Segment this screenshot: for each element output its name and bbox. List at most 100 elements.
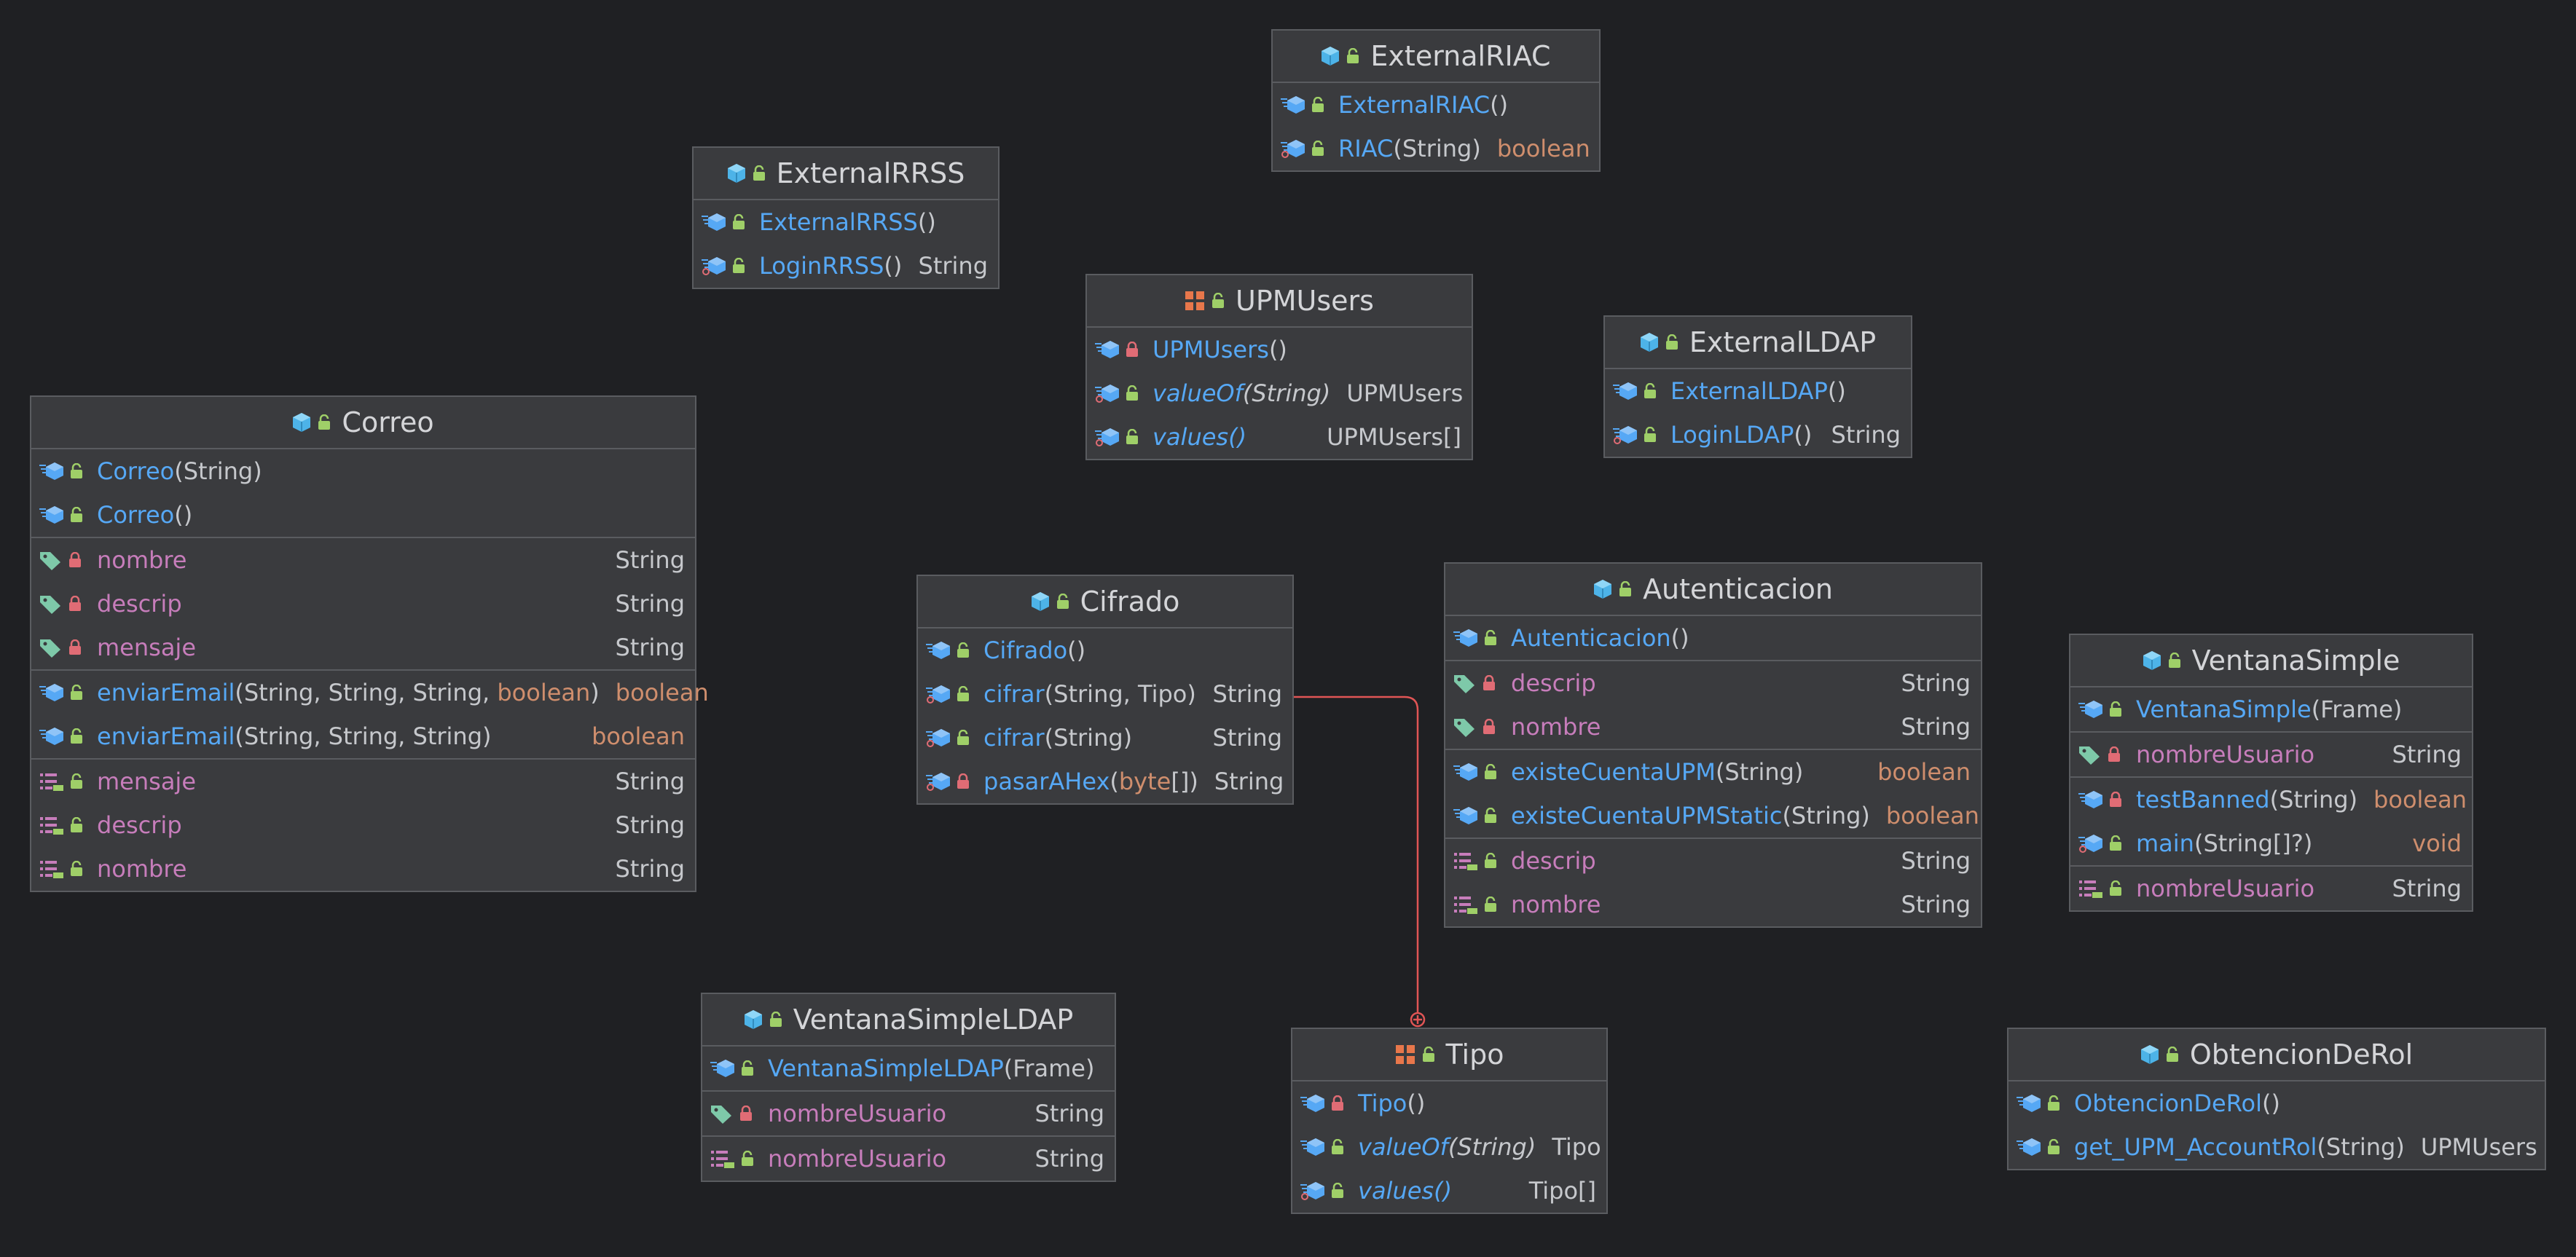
class-externalldap[interactable]: ExternalLDAP ExternalLDAP() LoginLDAP()S…	[1603, 315, 1912, 458]
class-obtenciondero[interactable]: ObtencionDeRol ObtencionDeRol() get_UPM_…	[2007, 1028, 2546, 1170]
member-row[interactable]: Correo(String)	[31, 449, 695, 493]
member-args: (String)	[1782, 802, 1870, 830]
member-row[interactable]: cifrar(String, Tipo)String	[918, 672, 1292, 716]
member-type: UPMUsers	[1346, 379, 1464, 407]
class-icon	[1321, 46, 1340, 66]
member-name: nombreUsuario	[768, 1145, 947, 1173]
member-row[interactable]: ExternalLDAP()	[1605, 369, 1911, 413]
member-args: ()	[1407, 1089, 1426, 1117]
member-row[interactable]: Correo()	[31, 493, 695, 537]
member-name: Tipo	[1358, 1089, 1407, 1117]
member-row[interactable]: cifrar(String)String	[918, 716, 1292, 760]
enum-tipo[interactable]: Tipo Tipo() valueOf(String)Tipo values()…	[1291, 1028, 1608, 1214]
property-icon	[1453, 850, 1479, 872]
constructor-icon	[2016, 1093, 2042, 1114]
enum-icon	[1395, 1044, 1415, 1065]
class-ventanasimple[interactable]: VentanaSimple VentanaSimple(Frame) nombr…	[2069, 634, 2473, 912]
class-externalrrss[interactable]: ExternalRRSS ExternalRRSS() LoginRRSS()S…	[692, 146, 1000, 289]
field-icon	[1453, 672, 1477, 694]
member-row[interactable]: enviarEmail(String, String, String, bool…	[31, 671, 709, 714]
public-icon	[769, 1012, 783, 1028]
class-title: VentanaSimpleLDAP	[793, 1004, 1074, 1036]
member-args: (	[1110, 768, 1119, 795]
member-row[interactable]: main(String[]?)void	[2070, 821, 2472, 865]
property-icon	[39, 814, 65, 836]
member-args: ()	[917, 208, 936, 236]
member-type: boolean	[1877, 758, 1971, 786]
member-row[interactable]: enviarEmail(String, String, String)boole…	[31, 714, 695, 758]
member-name: ExternalRIAC	[1338, 91, 1491, 119]
private-icon	[68, 639, 82, 655]
member-type: String	[615, 590, 686, 618]
public-icon	[2167, 653, 2182, 669]
member-row[interactable]: UPMUsers()	[1087, 328, 1472, 371]
member-row[interactable]: existeCuentaUPMStatic(String)boolean	[1445, 794, 1981, 838]
public-icon	[956, 686, 970, 702]
constructor-icon	[2078, 699, 2104, 720]
class-header: Cifrado	[918, 576, 1292, 628]
member-type: Tipo[]	[1528, 1177, 1596, 1205]
member-row[interactable]: LoginRRSS()String	[694, 244, 998, 288]
member-row[interactable]: Tipo()	[1292, 1081, 1606, 1125]
member-row[interactable]: LoginLDAP()String	[1605, 413, 1911, 457]
method-icon	[1094, 383, 1120, 403]
member-row[interactable]: RIAC(String)boolean	[1273, 127, 1599, 170]
member-row[interactable]: Cifrado()	[918, 628, 1292, 672]
member-name: descrip	[1511, 669, 1596, 697]
member-name: existeCuentaUPM	[1511, 758, 1716, 786]
member-args: (String)	[2317, 1133, 2405, 1161]
member-args: (String, String, String)	[235, 722, 492, 750]
method-icon	[1453, 762, 1479, 782]
member-row[interactable]: ObtencionDeRol()	[2008, 1081, 2545, 1125]
class-cifrado[interactable]: Cifrado Cifrado() cifrar(String, Tipo)St…	[916, 575, 1294, 805]
member-row[interactable]: values()UPMUsers[]	[1087, 415, 1472, 459]
member-row[interactable]: ExternalRRSS()	[694, 200, 998, 244]
field-icon	[710, 1103, 734, 1124]
member-row[interactable]: existeCuentaUPM(String)boolean	[1445, 750, 1981, 794]
member-row[interactable]: VentanaSimple(Frame)	[2070, 687, 2472, 731]
public-icon	[1211, 293, 1225, 309]
member-row[interactable]: ExternalRIAC()	[1273, 83, 1599, 127]
member-row[interactable]: get_UPM_AccountRol(String)UPMUsers	[2008, 1125, 2545, 1169]
member-row[interactable]: values()Tipo[]	[1292, 1169, 1606, 1213]
enum-upmusers[interactable]: UPMUsers UPMUsers() valueOf(String)UPMUs…	[1085, 274, 1473, 460]
class-externalriac[interactable]: ExternalRIAC ExternalRIAC() RIAC(String)…	[1271, 29, 1601, 172]
class-title: UPMUsers	[1236, 285, 1374, 317]
private-icon	[2108, 792, 2123, 808]
member-row[interactable]: testBanned(String)boolean	[2070, 778, 2472, 821]
private-icon	[1125, 342, 1139, 358]
member-row[interactable]: VentanaSimpleLDAP(Frame)	[702, 1047, 1115, 1090]
member-name: mensaje	[97, 768, 196, 795]
class-icon	[2140, 1044, 2159, 1065]
member-row[interactable]: pasarAHex(byte[])String	[918, 760, 1292, 803]
private-icon	[68, 552, 82, 568]
member-type: String	[615, 634, 686, 661]
public-icon	[1311, 97, 1325, 113]
member-row[interactable]: Autenticacion()	[1445, 616, 1981, 660]
member-type: String	[615, 811, 686, 839]
private-icon	[2107, 746, 2121, 763]
public-icon	[1125, 429, 1139, 445]
member-name: existeCuentaUPMStatic	[1511, 802, 1783, 830]
member-row[interactable]: valueOf(String)UPMUsers	[1087, 371, 1472, 415]
member-row[interactable]: valueOf(String)Tipo	[1292, 1125, 1606, 1169]
class-ventanasimpleldap[interactable]: VentanaSimpleLDAP VentanaSimpleLDAP(Fram…	[701, 993, 1116, 1182]
constructor-icon	[1612, 381, 1638, 401]
member-name: values	[1358, 1177, 1434, 1205]
